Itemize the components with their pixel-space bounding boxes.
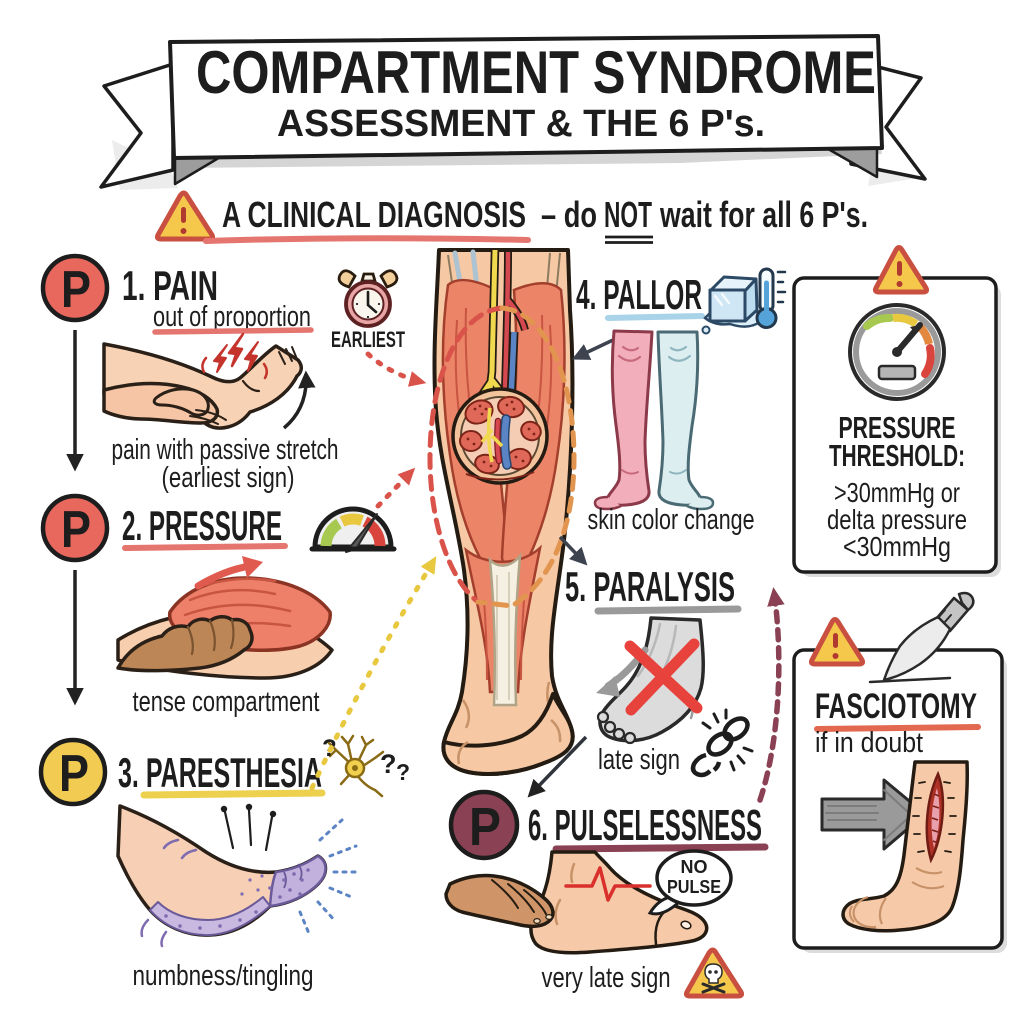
svg-text:6. PULSELESSNESS: 6. PULSELESSNESS	[528, 801, 762, 850]
svg-text:P: P	[59, 745, 89, 803]
svg-text:P: P	[61, 501, 91, 559]
svg-text:(earliest sign): (earliest sign)	[162, 462, 295, 494]
svg-text:2. PRESSURE: 2. PRESSURE	[122, 502, 282, 549]
svg-text:3. PARESTHESIA: 3. PARESTHESIA	[118, 749, 322, 796]
svg-text:>30mmHg or: >30mmHg or	[834, 477, 960, 508]
svg-text:?: ?	[380, 749, 397, 779]
svg-text:NO: NO	[681, 857, 708, 877]
svg-text:PRESSURE: PRESSURE	[839, 410, 956, 445]
svg-text:P: P	[61, 261, 91, 319]
svg-text:5. PARALYSIS: 5. PARALYSIS	[565, 563, 735, 610]
svg-text:wait for all 6 P's.: wait for all 6 P's.	[659, 194, 868, 235]
svg-text:if in doubt: if in doubt	[815, 727, 923, 759]
svg-text:NOT: NOT	[604, 194, 652, 235]
svg-text:pain with passive stretch: pain with passive stretch	[112, 434, 339, 466]
svg-text:A CLINICAL DIAGNOSIS: A CLINICAL DIAGNOSIS	[222, 194, 526, 235]
svg-text:numbness/tingling: numbness/tingling	[133, 960, 314, 992]
svg-text:FASCIOTOMY: FASCIOTOMY	[815, 687, 977, 726]
svg-text:– do: – do	[541, 194, 597, 235]
svg-text:tense compartment: tense compartment	[133, 686, 320, 718]
svg-text:ASSESSMENT & THE 6 P's.: ASSESSMENT & THE 6 P's.	[277, 103, 765, 145]
svg-text:COMPARTMENT SYNDROME: COMPARTMENT SYNDROME	[196, 39, 876, 106]
svg-text:skin color change: skin color change	[588, 504, 755, 536]
svg-text:4. PALLOR: 4. PALLOR	[576, 271, 702, 318]
svg-text:PULSE: PULSE	[667, 877, 721, 897]
svg-text:1. PAIN: 1. PAIN	[122, 262, 218, 309]
svg-text:P: P	[469, 797, 501, 857]
svg-text:THRESHOLD:: THRESHOLD:	[829, 438, 965, 473]
svg-text:<30mmHg: <30mmHg	[843, 531, 951, 562]
svg-text:?: ?	[396, 759, 410, 785]
svg-text:delta pressure: delta pressure	[827, 504, 967, 535]
svg-text:very late sign: very late sign	[542, 962, 671, 994]
svg-text:EARLIEST: EARLIEST	[331, 327, 405, 352]
svg-text:late sign: late sign	[598, 744, 680, 776]
